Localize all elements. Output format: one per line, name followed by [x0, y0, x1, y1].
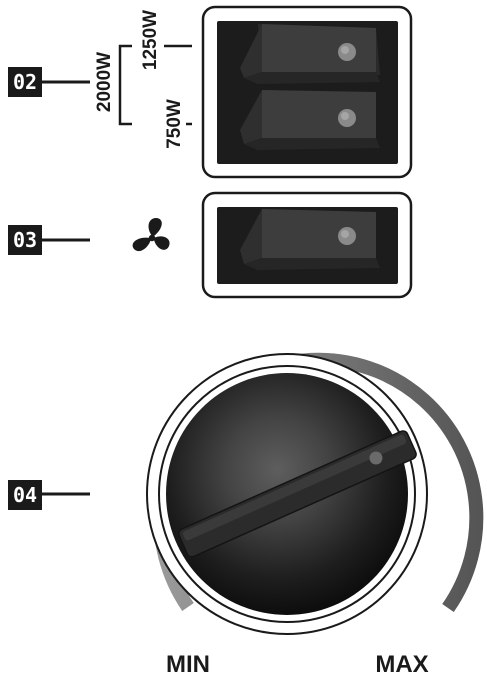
wattage-lower-label: 750W: [164, 99, 185, 149]
min-label: MIN: [166, 651, 210, 677]
wattage-bracket: [120, 46, 132, 124]
callout-02: 02: [8, 67, 90, 97]
thermostat-dial[interactable]: [147, 354, 476, 634]
max-label: MAX: [375, 651, 428, 677]
rocker-lower[interactable]: [240, 90, 380, 150]
knob-position-dot: [370, 452, 383, 465]
wattage-labels: 2000W 1250W 750W: [94, 10, 192, 149]
wattage-total-label: 2000W: [94, 52, 115, 112]
callout-03-label: 03: [13, 228, 37, 252]
callout-02-label: 02: [13, 70, 37, 94]
fan-icon: [133, 218, 170, 251]
callout-04-label: 04: [13, 483, 37, 507]
wattage-upper-label: 1250W: [140, 10, 161, 70]
rocker-upper[interactable]: [240, 24, 380, 84]
power-rocker-switch[interactable]: [203, 7, 411, 177]
callout-04: 04: [8, 480, 90, 510]
callout-03: 03: [8, 225, 90, 255]
fan-rocker-switch[interactable]: [203, 193, 411, 297]
